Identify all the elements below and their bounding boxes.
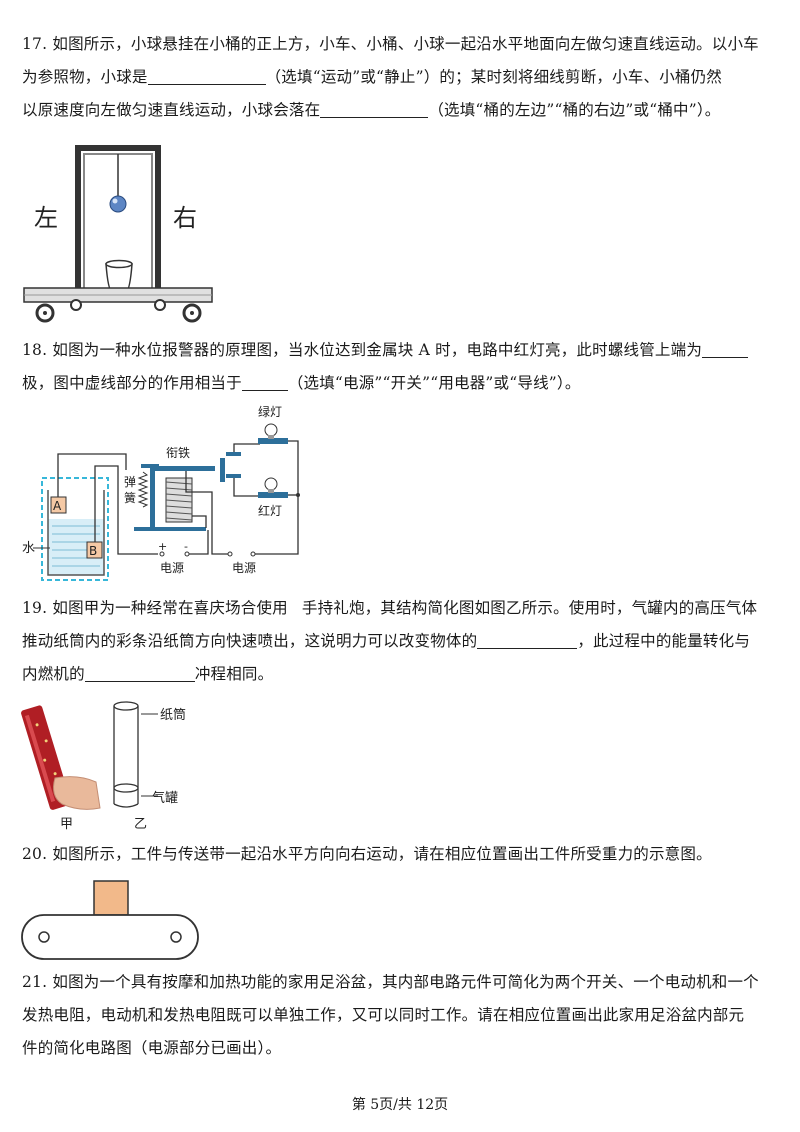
q18-blank-2[interactable] <box>241 372 288 391</box>
label-right: 右 <box>173 204 197 232</box>
pulley-right-icon <box>170 931 182 943</box>
minus-sign: - <box>184 540 188 553</box>
paper-tube-label: 纸筒 <box>160 707 186 723</box>
q21-line-1: 21. 如图为一个具有按摩和加热功能的家用足浴盆，其内部电路元件可简化为两个开关… <box>22 973 759 991</box>
q19-line-3: 内燃机的冲程相同。 <box>22 663 274 683</box>
q17-figure-cart: 左 右 <box>23 145 213 323</box>
conveyor-belt <box>21 914 199 960</box>
spring-label-2: 簧 <box>124 490 136 505</box>
label-yi: 乙 <box>134 817 147 832</box>
page-footer: 第 5页/共 12页 <box>351 1097 449 1113</box>
red-lamp-bulb-icon <box>264 477 278 491</box>
q17-line-2: 为参照物，小球是（选填“运动”或“静止”）的；某时刻将细线剪断，小车、小桶仍然 <box>22 66 723 86</box>
spring-label-1: 弹 <box>124 475 136 489</box>
q18-line-2: 极，图中虚线部分的作用相当于（选填“电源”“开关”“用电器”或“导线”）。 <box>22 372 581 392</box>
wheel-icon <box>154 299 166 311</box>
q17-blank-1[interactable] <box>147 66 266 85</box>
red-lamp-label: 红灯 <box>258 503 282 518</box>
q18-line-1: 18. 如图为一种水位报警器的原理图，当水位达到金属块 A 时，电路中红灯亮，此… <box>22 334 782 367</box>
metal-block-a-label: A <box>53 499 62 513</box>
green-lamp-label: 绿灯 <box>258 404 282 419</box>
power-label-1: 电源 <box>160 561 184 575</box>
question-18: 18. 如图为一种水位报警器的原理图，当水位达到金属块 A 时，电路中红灯亮，此… <box>22 334 782 400</box>
wheel-icon <box>70 299 82 311</box>
metal-block-b-label: B <box>89 544 97 558</box>
q18-blank-1[interactable] <box>702 339 749 358</box>
hand <box>53 776 101 810</box>
water-label: 水 <box>22 541 35 556</box>
label-jia: 甲 <box>60 817 73 832</box>
spring <box>137 471 149 508</box>
q20-figure-conveyor <box>21 880 199 960</box>
q21-line-2: 发热电阻，电动机和发热电阻既可以单独工作，又可以同时工作。请在相应位置画出此家用… <box>22 1006 745 1024</box>
gas-tank-label: 气罐 <box>152 790 178 806</box>
q19-figure-party-popper: 甲 纸筒 气罐 乙 <box>21 701 186 832</box>
question-20: 20. 如图所示，工件与传送带一起沿水平方向向右运动，请在相应位置画出工件所受重… <box>22 838 782 871</box>
q17-line-1: 17. 如图所示，小球悬挂在小桶的正上方，小车、小桶、小球一起沿水平地面向左做匀… <box>22 35 759 53</box>
question-21: 21. 如图为一个具有按摩和加热功能的家用足浴盆，其内部电路元件可简化为两个开关… <box>22 966 782 1065</box>
pulley-left-icon <box>38 931 50 943</box>
q18-figure-water-alarm: A B 水 + - 电源 弹 簧 衔铁 绿灯 红灯 电源 <box>22 404 300 581</box>
q19-blank-2[interactable] <box>84 663 195 682</box>
question-17: 17. 如图所示，小球悬挂在小桶的正上方，小车、小桶、小球一起沿水平地面向左做匀… <box>22 28 782 127</box>
power-label-2: 电源 <box>232 561 256 575</box>
q19-blank-1[interactable] <box>477 630 578 649</box>
q19-line-2: 推动纸筒内的彩条沿纸筒方向快速喷出，这说明力可以改变物体的，此过程中的能量转化与 <box>22 630 751 650</box>
armature-label: 衔铁 <box>166 446 190 460</box>
q20-line-1: 20. 如图所示，工件与传送带一起沿水平方向向右运动，请在相应位置画出工件所受重… <box>22 845 712 863</box>
q17-blank-2[interactable] <box>320 99 429 118</box>
q17-line-3: 以原速度向左做匀速直线运动，小球会落在（选填“桶的左边”“桶的右边”或“桶中”）… <box>22 99 721 119</box>
green-lamp-bulb-icon <box>264 423 278 437</box>
question-19: 19. 如图甲为一种经常在喜庆场合使用手持礼炮，其结构简化图如图乙所示。使用时，… <box>22 592 782 691</box>
dashed-tank <box>41 477 109 581</box>
q21-line-3: 件的简化电路图（电源部分已画出）。 <box>22 1039 282 1057</box>
plus-sign: + <box>158 540 167 553</box>
q19-line-1: 19. 如图甲为一种经常在喜庆场合使用手持礼炮，其结构简化图如图乙所示。使用时，… <box>22 599 758 617</box>
workpiece <box>93 880 129 916</box>
label-left: 左 <box>34 204 58 232</box>
armature <box>153 466 215 471</box>
ball <box>109 195 127 213</box>
